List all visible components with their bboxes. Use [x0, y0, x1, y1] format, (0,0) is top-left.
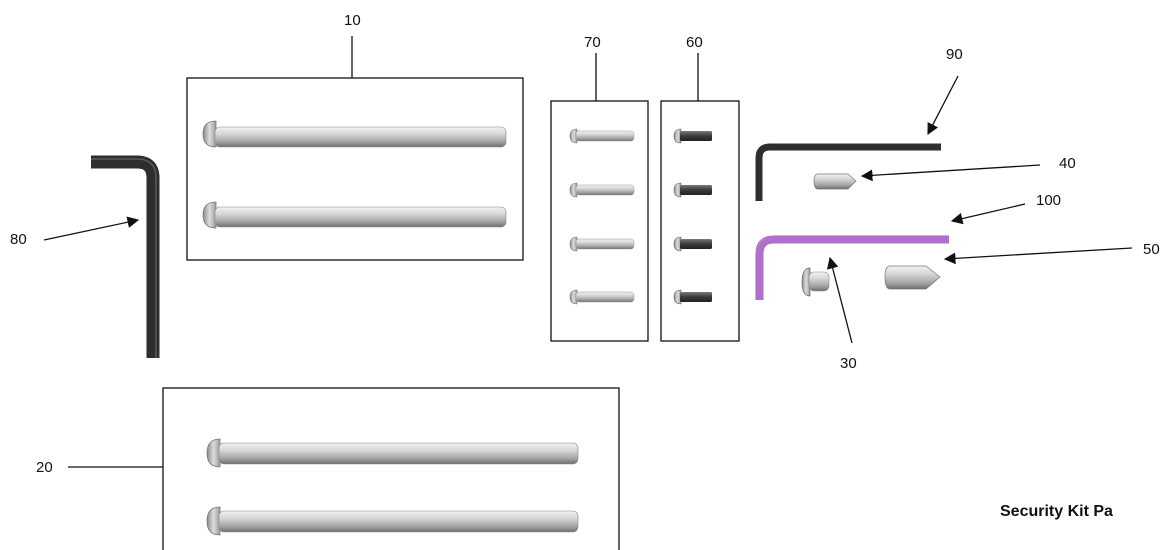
callout-90: 90: [946, 46, 963, 63]
allen-wrench-icon: [755, 143, 941, 201]
part-50-group: 50: [884, 241, 1160, 290]
long-bolt-icon: [206, 506, 579, 536]
leader-40: [860, 164, 1041, 182]
short-pin-icon: [569, 289, 635, 305]
callout-30: 30: [840, 355, 857, 372]
kit-caption: Security Kit Pa: [1000, 503, 1113, 520]
callout-20: 20: [36, 459, 53, 476]
leader-80: [43, 216, 140, 241]
part-80-group: 80: [10, 155, 160, 358]
security-pin-icon: [884, 265, 941, 290]
callout-100: 100: [1036, 192, 1061, 209]
callout-40: 40: [1059, 155, 1076, 172]
part-10-group: 10: [186, 12, 524, 261]
leader-90: [927, 75, 959, 136]
part-40-group: 40: [813, 155, 1076, 190]
allen-wrench-icon: [756, 236, 949, 300]
part-60-box: [660, 100, 740, 342]
callout-10: 10: [344, 12, 361, 29]
black-screw-icon: [673, 128, 712, 144]
black-screw-icon: [673, 289, 712, 305]
part-10-box: [186, 77, 524, 261]
part-60-group: 60: [660, 34, 740, 342]
part-20-group: 20: [36, 387, 620, 550]
callout-70: 70: [584, 34, 601, 51]
part-90-group: 90: [755, 46, 963, 201]
leader-50: [943, 247, 1133, 265]
short-pin-icon: [569, 182, 635, 198]
part-100-group: 100: [755, 192, 1061, 300]
part-70-box: [550, 100, 649, 342]
security-pin-icon: [813, 173, 857, 190]
long-bolt-icon: [206, 438, 579, 468]
long-bolt-icon: [202, 201, 507, 229]
button-cap-icon: [801, 267, 830, 297]
leader-30: [826, 256, 853, 344]
black-screw-icon: [673, 236, 712, 252]
callout-60: 60: [686, 34, 703, 51]
black-screw-icon: [673, 182, 712, 198]
part-30-group: 30: [801, 256, 857, 372]
part-70-group: 70: [550, 34, 649, 342]
long-bolt-icon: [202, 120, 507, 148]
allen-wrench-icon: [91, 155, 160, 358]
short-pin-icon: [569, 128, 635, 144]
short-pin-icon: [569, 236, 635, 252]
part-20-box: [162, 387, 620, 550]
callout-80: 80: [10, 231, 27, 248]
callout-50: 50: [1143, 241, 1160, 258]
leader-100: [950, 203, 1026, 225]
